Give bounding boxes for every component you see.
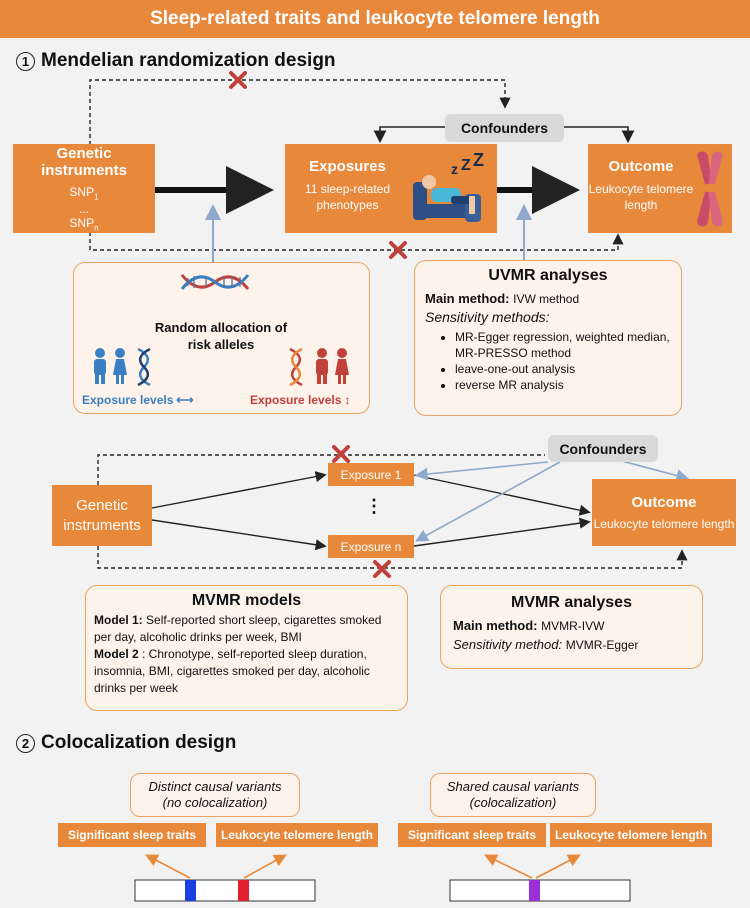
coloc-left-bar [134, 879, 316, 902]
mvmr-conf-to-expn [415, 461, 561, 542]
mvmr-analyses-title: MVMR analyses [511, 594, 632, 611]
uvmr-sensitivity-item: leave-one-out analysis [455, 361, 671, 377]
uvmr-sensitivity-item: MR-Egger regression, weighted median, MR… [455, 329, 671, 361]
mvmr-sensitivity-method: Sensitivity method: MVMR-Egger [453, 637, 639, 652]
mvmr-outcome-box: Outcome Leukocyte telomere length [592, 479, 736, 546]
mvmr-models-panel: MVMR models Model 1: Self-reported short… [85, 585, 408, 711]
exposure-1-box: Exposure 1 [328, 463, 414, 486]
confounder-arrow-outcome [564, 126, 635, 144]
coloc-right-variant-purple [529, 880, 540, 901]
coloc-left-header: Distinct causal variants (no colocalizat… [130, 773, 300, 817]
snp-dots: ... [78, 201, 89, 216]
exposures-title: Exposures [309, 158, 386, 175]
random-allocation-text: Random allocation of risk alleles [154, 320, 288, 352]
dna-icon [180, 274, 250, 290]
coloc-right-subtitle: (colocalization) [469, 795, 557, 810]
coloc-left-variant-red [238, 880, 249, 901]
uvmr-dashed-top [89, 79, 511, 145]
mvmr-models-title: MVMR models [191, 592, 302, 609]
dna-blue-icon [137, 347, 151, 387]
coloc-right-outcome: Leukocyte telomere length [550, 823, 712, 847]
random-allocation-panel: Random allocation of risk alleles Exposu… [73, 262, 370, 414]
coloc-left-trait: Significant sleep traits [58, 823, 206, 847]
cross-icon-uvmr-top [229, 71, 247, 89]
exposure-levels-high: Exposure levels↕ [250, 393, 351, 407]
section-1-title: Mendelian randomization design [41, 50, 336, 71]
people-blue-icon [94, 348, 127, 384]
cross-icon-mvmr-bottom [373, 560, 391, 578]
uvmr-analyses-panel: UVMR analyses Main method: IVW method Se… [414, 260, 682, 416]
gi-to-exposure-n [151, 519, 327, 551]
uvmr-outcome-box: Outcome Leukocyte telomere length [588, 144, 732, 233]
coloc-left-arrow-outcome [243, 854, 287, 879]
exposures-box: Exposures 11 sleep-related phenotypes z … [285, 144, 497, 233]
uvmr-sensitivity-label: Sensitivity methods: [425, 309, 550, 325]
exposures-desc: 11 sleep-related phenotypes [304, 182, 391, 212]
model-1: Model 1: Self-reported short sleep, ciga… [94, 613, 382, 644]
vertical-ellipsis: ⋮ [365, 496, 383, 516]
snp-n: SNPn [69, 215, 99, 232]
horizontal-arrow-icon: ⟷ [176, 393, 194, 407]
mvmr-genetic-instruments: Genetic instruments [52, 485, 152, 546]
dna-red-icon [289, 347, 303, 387]
section-1-number: 1 [16, 51, 35, 71]
uvmr-sensitivity-list: MR-Egger regression, weighted median, MR… [425, 329, 671, 393]
coloc-left-variant-blue [185, 880, 196, 901]
uvmr-sensitivity-item: reverse MR analysis [455, 377, 671, 393]
snp-1: SNP1 [69, 185, 99, 202]
coloc-left-subtitle: (no colocalization) [162, 795, 268, 810]
coloc-left-title: Distinct causal variants [148, 779, 282, 794]
confounder-arrow-exposure [373, 126, 445, 144]
people-red-icon [316, 348, 349, 384]
mvmr-dashed-bottom [97, 546, 688, 569]
chromosome-icon [697, 151, 723, 227]
coloc-right-arrow-outcome [535, 854, 581, 879]
uvmr-confounders: Confounders [445, 114, 564, 142]
svg-text:Z: Z [473, 152, 484, 170]
mvmr-analyses-panel: MVMR analyses Main method: MVMR-IVW Sens… [440, 585, 703, 669]
coloc-right-header: Shared causal variants (colocalization) [430, 773, 596, 817]
genetic-instruments-box: Genetic instruments SNP1 ... SNPn [13, 144, 155, 233]
exposure-n-to-outcome [413, 517, 591, 547]
uvmr-analyses-title: UVMR analyses [488, 267, 608, 284]
section-1-heading: 1 Mendelian randomization design [16, 50, 336, 72]
mvmr-outcome-desc: Leukocyte telomere length [593, 516, 735, 531]
uvmr-outcome-title: Outcome [608, 158, 674, 175]
section-2-heading: 2 Colocalization design [16, 732, 236, 754]
coloc-left-arrow-trait [145, 854, 191, 879]
svg-text:z: z [451, 161, 458, 177]
mvmr-main-method: Main method: MVMR-IVW [453, 618, 605, 633]
sleeping-person-icon: z Z Z [413, 152, 484, 222]
uvmr-outcome-desc: Leukocyte telomere length [588, 182, 694, 212]
mvmr-dashed-top [97, 454, 545, 485]
exposure-n-box: Exposure n [328, 535, 414, 558]
mvmr-conf-to-exp1 [414, 461, 549, 481]
coloc-left-outcome: Leukocyte telomere length [216, 823, 378, 847]
mvmr-conf-to-outcome [617, 459, 690, 482]
coloc-right-arrow-trait [484, 854, 533, 879]
gi-to-exposure-1 [151, 471, 327, 509]
section-2-title: Colocalization design [41, 732, 237, 753]
section-2-number: 2 [16, 733, 35, 753]
exposure-levels-low: Exposure levels⟷ [82, 393, 194, 407]
vertical-arrow-icon: ↕ [344, 393, 351, 407]
mvmr-outcome-title: Outcome [631, 493, 697, 511]
uvmr-main-method: Main method: IVW method [425, 291, 580, 306]
mvmr-confounders: Confounders [548, 435, 658, 462]
svg-text:Z: Z [461, 157, 471, 174]
model-2: Model 2 : Chronotype, self-reported slee… [94, 647, 370, 695]
coloc-right-trait: Significant sleep traits [398, 823, 546, 847]
cross-icon-uvmr-bottom [389, 241, 407, 259]
page-title: Sleep-related traits and leukocyte telom… [0, 0, 750, 38]
coloc-right-title: Shared causal variants [446, 779, 580, 794]
uvmr-dashed-bottom [89, 232, 624, 251]
genetic-instruments-title: Genetic instruments [41, 145, 127, 180]
cross-icon-mvmr-top [332, 445, 350, 463]
